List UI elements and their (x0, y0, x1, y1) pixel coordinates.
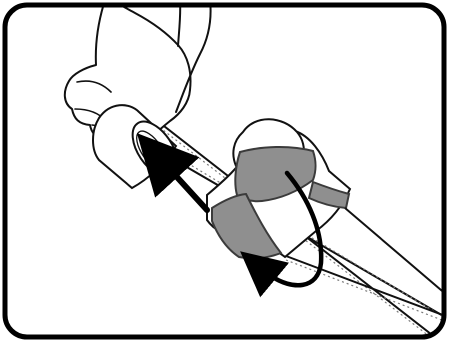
scene (65, 0, 448, 342)
